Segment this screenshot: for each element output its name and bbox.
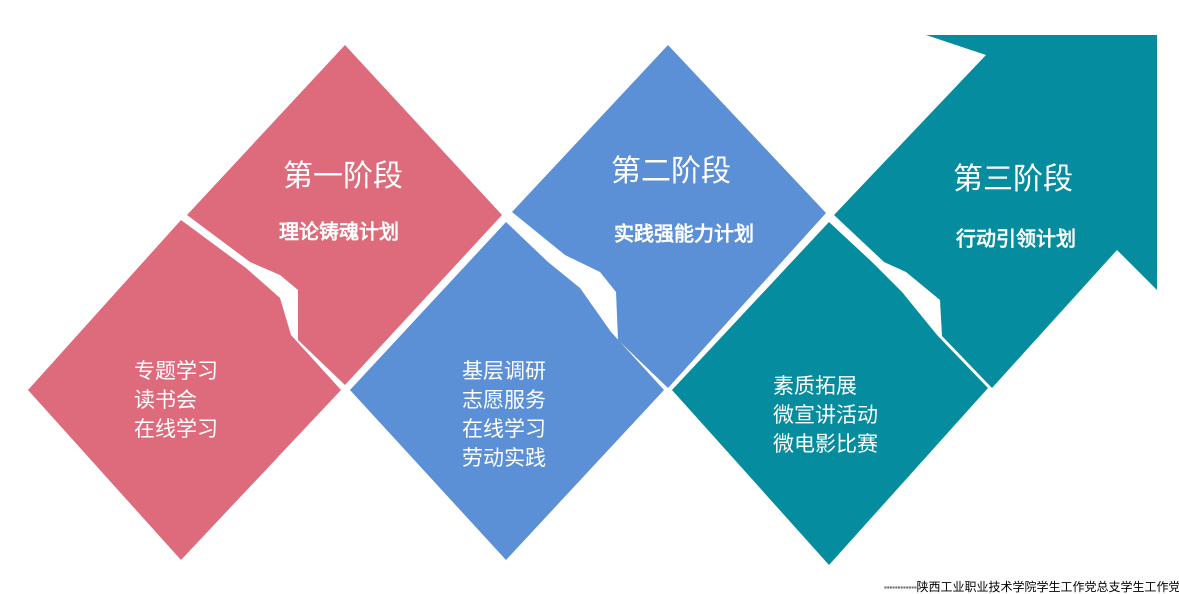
stage-2-title-shape xyxy=(512,45,826,388)
stage-2-activities-shape xyxy=(350,222,664,560)
stage-3-title: 第三阶段 xyxy=(953,162,1073,197)
stage-3-plan: 行动引领计划 xyxy=(956,226,1076,251)
stage-1-activity: 在线学习 xyxy=(134,417,218,441)
footer-text: 陕西工业职业技术学院学生工作党总支学生工作党支部 xyxy=(916,580,1179,594)
stage-2-activity: 在线学习 xyxy=(462,417,546,441)
stage-2-activity: 基层调研 xyxy=(462,359,546,383)
seal-mark: ▪▪▪▪▪▪▪▪▪▪▪▪ xyxy=(884,584,917,590)
stage-2-activity: 劳动实践 xyxy=(462,446,546,470)
stage-2-plan: 实践强能力计划 xyxy=(614,221,754,246)
stage-1-activity-list: 专题学习 读书会 在线学习 xyxy=(134,357,218,444)
stage-3-activity: 微宣讲活动 xyxy=(773,403,878,427)
stage-2-title: 第二阶段 xyxy=(611,154,731,189)
footer-watermark: ▪▪▪▪▪▪▪▪▪▪▪▪陕西工业职业技术学院学生工作党总支学生工作党支部 xyxy=(884,580,1179,594)
stage-1-title: 第一阶段 xyxy=(283,159,403,194)
stage-3-arrow-shape xyxy=(834,35,1157,388)
stage-1-activity: 专题学习 xyxy=(134,359,218,383)
stage-1-activity: 读书会 xyxy=(134,388,197,412)
stage-1-activities-shape xyxy=(28,220,341,560)
stage-1-title-shape xyxy=(187,45,502,385)
stage-3-activity-list: 素质拓展 微宣讲活动 微电影比赛 xyxy=(773,372,878,459)
stage-3-activity: 素质拓展 xyxy=(773,374,857,398)
stage-2-activity-list: 基层调研 志愿服务 在线学习 劳动实践 xyxy=(462,357,546,473)
stage-3-activities-shape xyxy=(672,222,988,565)
stage-1-plan: 理论铸魂计划 xyxy=(279,219,399,244)
stage-3-activity: 微电影比赛 xyxy=(773,432,878,456)
stage-2-activity: 志愿服务 xyxy=(462,388,546,412)
